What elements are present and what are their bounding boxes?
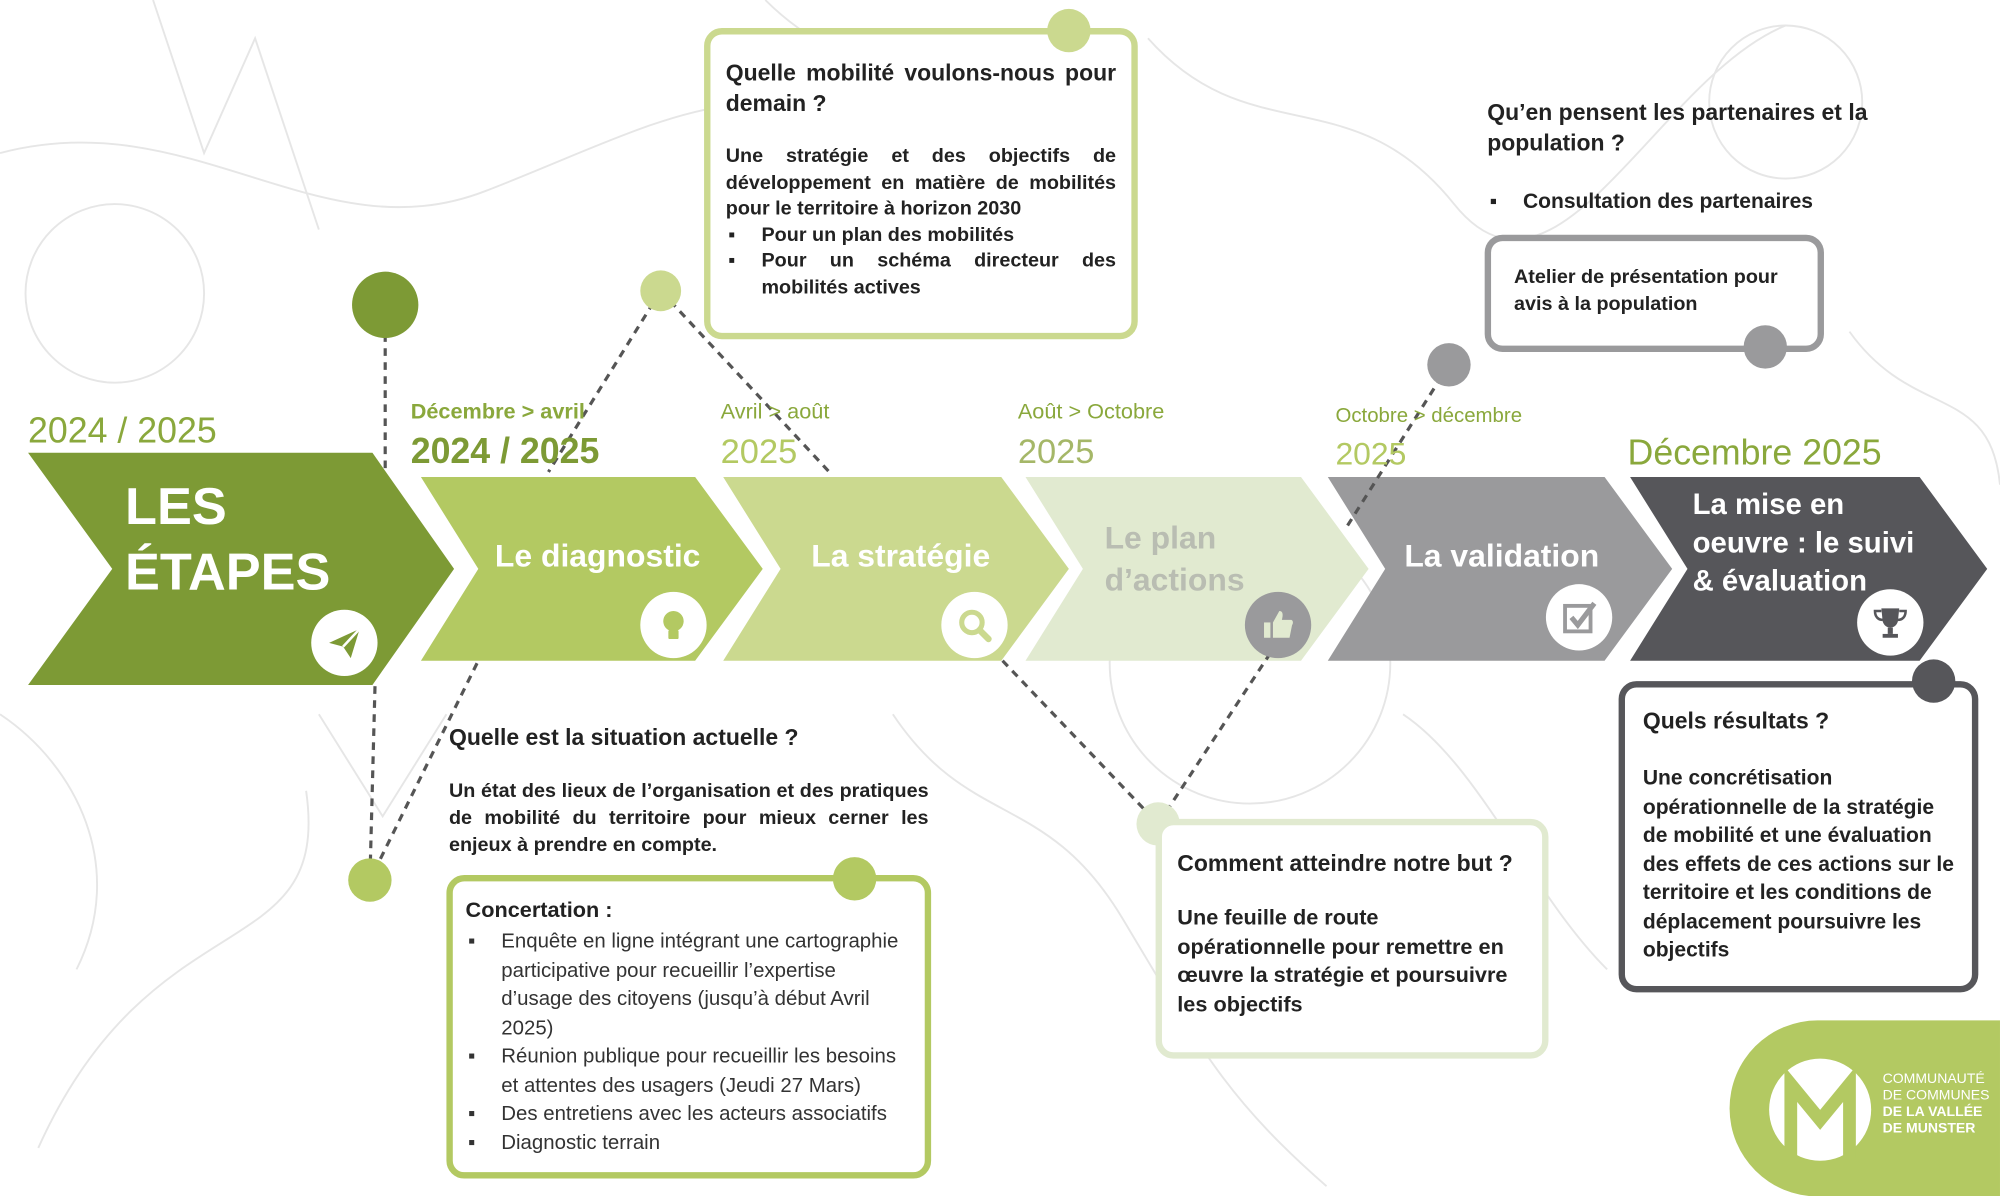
mise-label-line2: oeuvre : le suivi [1692,525,1915,559]
concertation-box: Concertation : Enquête en ligne intégran… [446,874,932,1179]
strategie-box: Quelle mobilité voulons-nous pour demain… [704,28,1138,340]
magnifier-icon [941,591,1008,659]
thumbs-up-icon [1244,591,1312,659]
atelier-text: Atelier de présentation pour avis à la p… [1514,266,1778,316]
connector-line [1156,652,1272,825]
validation-date-range: Octobre > décembre [1335,405,1523,428]
step-label-mise-en-oeuvre: La mise en oeuvre : le suivi & évaluatio… [1693,485,1915,600]
list-item: Pour un schéma directeur des mobilités a… [726,249,1116,301]
validation-bullets: Consultation des partenaires [1487,189,1895,216]
strategie-text: Une stratégie et des objectifs de dévelo… [725,145,1117,220]
logo-line4: DE MUNSTER [1882,1121,1976,1137]
list-item: Pour un plan des mobilités [726,223,1116,249]
plan-label-line1: Le plan [1104,520,1217,557]
plan-question: Comment atteindre notre but ? [1177,850,1513,877]
connector-line [368,662,479,881]
les-etapes-line1: LES [124,477,227,536]
step-label-diagnostic: Le diagnostic [494,538,701,574]
logo-line3: DE LA VALLÉE [1882,1104,1983,1120]
list-item: Des entretiens avec les acteurs associat… [466,1101,912,1130]
results-question: Quels résultats ? [1642,707,1830,734]
connector-dot [640,270,682,312]
paper-plane-icon [311,609,378,677]
logo-mark-icon [1769,1058,1872,1161]
logo-text: COMMUNAUTÉ DE COMMUNES DE LA VALLÉE DE M… [1883,1071,1990,1137]
checkbox-icon [1545,584,1613,651]
connector-line [1343,363,1451,532]
strategie-bullets: Pour un plan des mobilités Pour un schém… [726,223,1116,301]
list-item: Diagnostic terrain [466,1129,912,1158]
mise-label-line1: La mise en [1692,487,1845,521]
diagnostic-text: Un état des lieux de l’organisation et d… [448,780,929,856]
list-item: Enquête en ligne intégrant une cartograp… [466,929,912,1044]
strategie-date-range: Avril > août [720,399,830,424]
logo-line1: COMMUNAUTÉ [1882,1071,1985,1087]
connector-dot [1427,343,1471,387]
step-label-plan-actions: Le plan d’actions [1105,518,1245,602]
connector-line [1001,659,1160,826]
plan-label-line2: d’actions [1104,562,1245,599]
strategie-question: Quelle mobilité voulons-nous pour demain… [725,59,1117,117]
atelier-box: Atelier de présentation pour avis à la p… [1484,234,1824,353]
connector-dot [348,858,392,902]
connector-line [547,289,663,473]
list-item: Réunion publique pour recueillir les bes… [466,1043,912,1100]
results-text: Une concrétisation opérationnelle de la … [1642,766,1955,962]
mise-en-oeuvre-date: Décembre 2025 [1627,432,1882,472]
concertation-list: Enquête en ligne intégrant une cartograp… [466,929,912,1159]
trophy-icon [1857,589,1924,656]
connector-line [368,686,377,881]
step-label-validation: La validation [1404,538,1600,574]
concertation-title: Concertation : [465,897,613,923]
strategie-year: 2025 [720,432,798,471]
mise-label-line3: & évaluation [1692,563,1868,597]
lightbulb-icon [640,591,707,659]
plan-year: 2025 [1017,432,1095,471]
logo: COMMUNAUTÉ DE COMMUNES DE LA VALLÉE DE M… [1729,1020,2000,1196]
plan-date-range: Août > Octobre [1017,399,1165,424]
results-box: Quels résultats ? Une concrétisation opé… [1618,681,1979,993]
diagnostic-date-range: Décembre > avril [410,399,585,424]
validation-question: Qu’en pensent les partenaires et la popu… [1487,99,1868,156]
diagnostic-year: 2024 / 2025 [410,431,600,471]
validation-year: 2025 [1335,436,1407,472]
logo-line2: DE COMMUNES [1882,1088,1990,1104]
list-item: Consultation des partenaires [1487,189,1895,216]
plan-text: Une feuille de route opérationnelle pour… [1177,905,1508,1016]
les-etapes-title: LES ÉTAPES [125,474,330,604]
step-label-strategie: La stratégie [811,538,991,574]
plan-actions-box: Comment atteindre notre but ? Une feuill… [1155,818,1549,1059]
les-etapes-line2: ÉTAPES [124,542,331,601]
global-date: 2024 / 2025 [28,410,217,451]
connector-dot [352,271,419,339]
diagnostic-question: Quelle est la situation actuelle ? [448,724,799,750]
